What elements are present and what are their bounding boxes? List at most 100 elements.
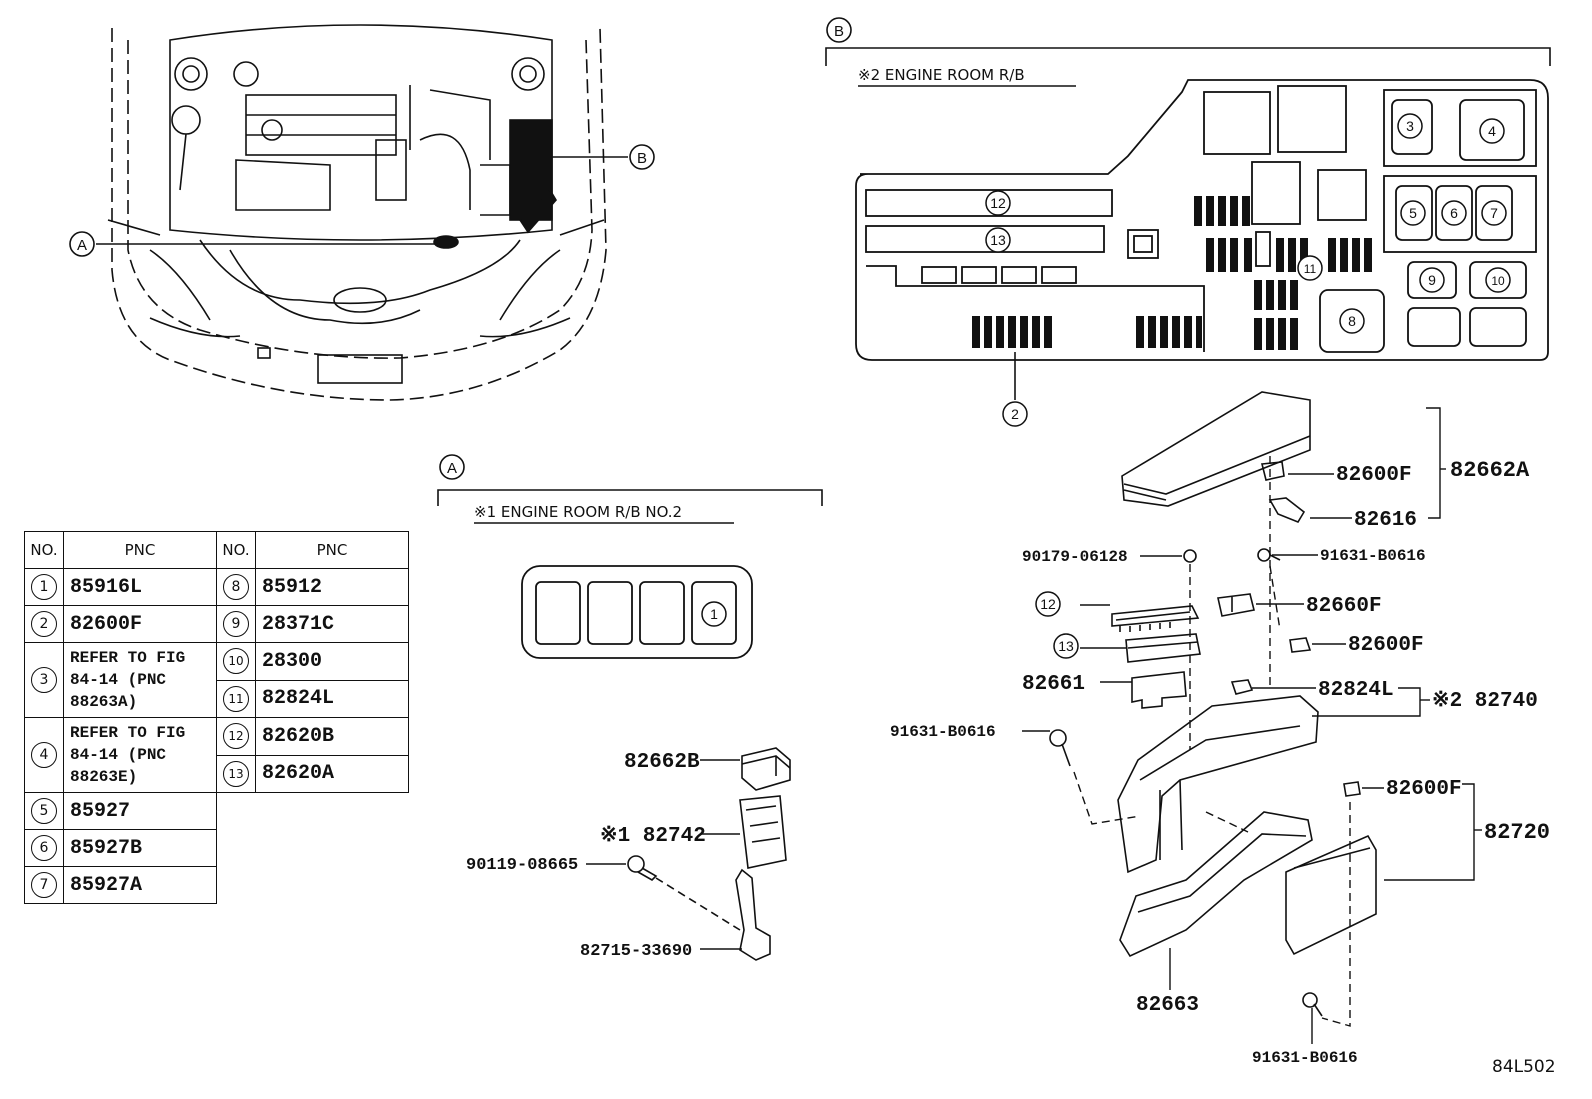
label-82720: 82720 — [1484, 820, 1550, 845]
marker-7: 7 — [1481, 200, 1507, 226]
svg-text:5: 5 — [1409, 205, 1417, 221]
svg-text:A: A — [447, 460, 457, 477]
section-b-part-markers: 12 13 — [1035, 591, 1079, 659]
svg-text:12: 12 — [990, 195, 1006, 211]
label-82616: 82616 — [1354, 509, 1417, 532]
pnc-value: 85927 — [63, 792, 217, 830]
header-pnc: PNC — [255, 531, 409, 569]
pnc-value: REFER TO FIG 84-14 (PNC 88263E) — [63, 717, 217, 793]
table-row: 4 REFER TO FIG 84-14 (PNC 88263E) 12 826… — [24, 717, 409, 793]
label-82824L: 82824L — [1318, 679, 1394, 702]
part-marker-13: 13 — [1053, 633, 1079, 659]
pnc-value: 82824L — [255, 679, 409, 718]
label-82600F-low: 82600F — [1386, 778, 1462, 801]
label-82661: 82661 — [1022, 673, 1085, 696]
pnc-value: 85927A — [63, 866, 217, 904]
svg-text:11: 11 — [1304, 262, 1317, 276]
header-no: NO. — [216, 531, 256, 569]
marker-12: 12 — [985, 190, 1011, 216]
section-b-title: ※2 ENGINE ROOM R/B — [858, 66, 1025, 84]
label-91631-B0616-top: 91631-B0616 — [1320, 547, 1426, 565]
label-82715-33690: 82715-33690 — [580, 942, 692, 961]
marker-10: 10 — [1485, 267, 1511, 293]
pnc-table: NO. PNC NO. PNC 1 85916L 8 85912 2 82600… — [24, 531, 409, 904]
svg-text:2: 2 — [1011, 406, 1019, 422]
svg-text:4: 4 — [1488, 123, 1496, 139]
label-90119-08665: 90119-08665 — [466, 856, 578, 875]
label-82662B: 82662B — [624, 751, 700, 774]
marker-1: 1 — [701, 601, 727, 627]
svg-text:6: 6 — [1450, 205, 1458, 221]
row-number: 3 — [31, 667, 57, 693]
label-82600F-mid: 82600F — [1348, 634, 1424, 657]
svg-text:12: 12 — [1040, 596, 1056, 612]
section-a-leaders — [586, 759, 742, 950]
svg-text:9: 9 — [1428, 272, 1436, 288]
table-row: 5 85927 — [24, 792, 409, 830]
row-number: 9 — [223, 611, 249, 637]
table-row: 1 85916L 8 85912 — [24, 568, 409, 606]
part-marker-12: 12 — [1035, 591, 1061, 617]
row-number: 11 — [223, 685, 249, 712]
row-number: 12 — [223, 723, 249, 750]
marker-13: 13 — [985, 227, 1011, 253]
pnc-value: 28300 — [255, 642, 409, 681]
svg-text:A: A — [77, 237, 87, 254]
pnc-value: 85916L — [63, 568, 217, 606]
figure-code: 84L502 — [1492, 1057, 1556, 1077]
label-82600F-top: 82600F — [1336, 464, 1412, 487]
marker-8: 8 — [1339, 308, 1365, 334]
label-90179-06128: 90179-06128 — [1022, 548, 1128, 566]
engine-bay-illustration — [107, 24, 607, 401]
row-number: 2 — [31, 611, 57, 637]
label-82740: ※2 82740 — [1432, 689, 1538, 713]
table-row: 2 82600F 9 28371C — [24, 605, 409, 643]
table-row: 6 85927B — [24, 829, 409, 867]
pnc-value: 82620B — [255, 717, 409, 756]
table-row: 11 82824L — [25, 679, 409, 718]
svg-text:1: 1 — [710, 606, 718, 622]
table-row: 7 85927A — [24, 866, 409, 904]
row-number: 4 — [31, 742, 57, 768]
section-b-labels: 82662A 82600F 82616 90179-06128 91631-B0… — [890, 458, 1550, 1067]
marker-5: 5 — [1400, 200, 1426, 226]
table-row: 13 82620A — [25, 754, 409, 793]
section-b-parts — [1049, 391, 1377, 1017]
row-number: 10 — [223, 648, 249, 675]
label-82660F: 82660F — [1306, 595, 1382, 618]
section-a-title: ※1 ENGINE ROOM R/B NO.2 — [474, 503, 682, 521]
header-pnc: PNC — [63, 531, 217, 569]
fuse-clusters — [972, 196, 1372, 350]
relay-block-b-top-view — [855, 79, 1549, 361]
marker-11: 11 — [1297, 255, 1323, 281]
pnc-value: 85912 — [255, 568, 409, 606]
label-82742: ※1 82742 — [600, 824, 706, 848]
svg-text:8: 8 — [1348, 313, 1356, 329]
label-91631-B0616-left: 91631-B0616 — [890, 723, 996, 741]
table-row: 3 REFER TO FIG 84-14 (PNC 88263A) 10 283… — [24, 642, 409, 718]
svg-text:B: B — [834, 23, 844, 40]
table-header-row: NO. PNC NO. PNC — [24, 531, 409, 569]
svg-text:B: B — [637, 150, 647, 167]
section-b-leaders — [1022, 407, 1482, 1044]
svg-text:13: 13 — [1058, 638, 1074, 654]
marker-3: 3 — [1397, 113, 1423, 139]
section-a-labels: 82662B ※1 82742 90119-08665 82715-33690 — [466, 751, 706, 961]
svg-text:7: 7 — [1490, 205, 1498, 221]
marker-4: 4 — [1479, 118, 1505, 144]
marker-9: 9 — [1419, 267, 1445, 293]
label-82663: 82663 — [1136, 994, 1199, 1017]
pnc-value: 28371C — [255, 605, 409, 643]
svg-text:10: 10 — [1491, 274, 1505, 288]
label-82662A: 82662A — [1450, 458, 1530, 483]
row-number: 7 — [31, 872, 57, 898]
callout-a-overview: A — [69, 231, 440, 257]
section-b-guide-lines — [1073, 456, 1351, 1027]
marker-6: 6 — [1441, 200, 1467, 226]
section-a-header: A ※1 ENGINE ROOM R/B NO.2 — [437, 454, 823, 524]
header-no: NO. — [24, 531, 64, 569]
pnc-value: 82600F — [63, 605, 217, 643]
marker-2: 2 — [1002, 401, 1028, 427]
pnc-value: REFER TO FIG 84-14 (PNC 88263A) — [63, 642, 217, 718]
